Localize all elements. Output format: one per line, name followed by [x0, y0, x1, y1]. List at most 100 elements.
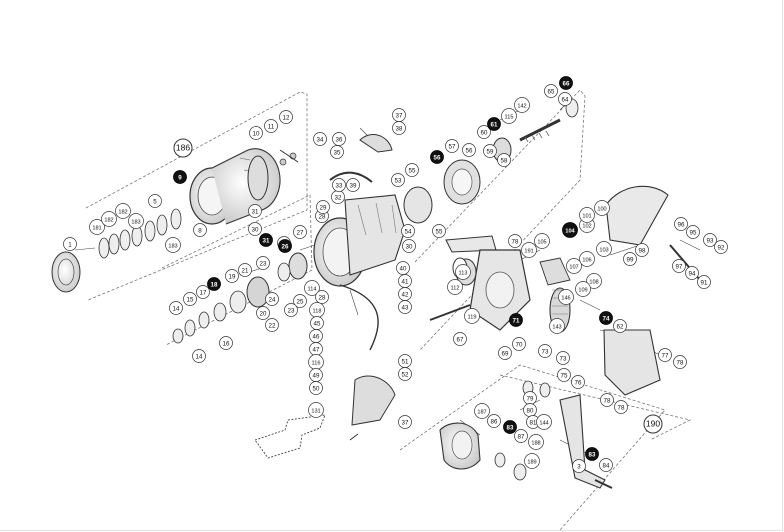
- callout-number: 25: [297, 298, 304, 305]
- callout-number: 59: [487, 148, 494, 155]
- callout-plain: 33: [332, 178, 346, 192]
- callout-plain: 29: [316, 200, 330, 214]
- rotor-housing: [344, 194, 406, 276]
- handle-shaft: [594, 479, 613, 489]
- callout-plain: 52: [398, 367, 412, 381]
- callout-number: 78: [512, 238, 519, 245]
- callout-plain: 22: [265, 318, 279, 332]
- callout-number: 26: [282, 243, 289, 250]
- callout-plain: 15: [183, 292, 197, 306]
- callout-plain: 131: [308, 402, 324, 418]
- callout-number: 3: [577, 463, 581, 470]
- callout-plain: 30: [248, 222, 262, 236]
- callout-plain: 183: [128, 213, 144, 229]
- callout-circled: 190: [643, 414, 663, 434]
- callout-number: 55: [436, 228, 443, 235]
- callout-number: 103: [599, 247, 608, 253]
- callout-plain: 19: [225, 269, 239, 283]
- callout-plain: 58: [497, 153, 511, 167]
- callout-plain: 77: [658, 348, 672, 362]
- callout-number: 29: [320, 204, 327, 211]
- callout-plain: 114: [304, 280, 320, 296]
- callout-number: 45: [314, 320, 321, 327]
- callout-plain: 51: [398, 354, 412, 368]
- callout-plain: 70: [512, 337, 526, 351]
- callout-plain: 97: [672, 259, 686, 273]
- callout-number: 38: [396, 125, 403, 132]
- callout-number: 182: [118, 209, 127, 215]
- tool-wrench: [254, 414, 326, 459]
- callout-number: 78: [677, 359, 684, 366]
- callout-number: 30: [252, 226, 259, 233]
- callout-plain: 3: [572, 459, 586, 473]
- callout-number: 22: [269, 322, 276, 329]
- callout-number: 190: [646, 418, 660, 428]
- callout-number: 73: [560, 355, 567, 362]
- callout-plain: 32: [331, 190, 345, 204]
- callout-number: 57: [449, 143, 456, 150]
- callout-number: 47: [313, 346, 320, 353]
- callout-number: 102: [582, 223, 591, 229]
- callout-number: 182: [104, 217, 113, 223]
- callout-plain: 182: [115, 203, 131, 219]
- callout-filled: 61: [487, 117, 501, 131]
- callout-number: 36: [336, 136, 343, 143]
- callout-number: 188: [531, 440, 540, 446]
- bail-wire: [339, 284, 379, 351]
- callout-number: 146: [561, 295, 570, 301]
- callout-plain: 45: [310, 316, 324, 330]
- callout-plain: 11: [264, 119, 278, 133]
- body-assembly: [403, 98, 701, 396]
- callout-number: 61: [491, 121, 498, 128]
- callout-number: 74: [603, 315, 610, 322]
- callout-number: 181: [92, 225, 101, 231]
- callout-plain: 105: [534, 233, 550, 249]
- callout-number: 14: [196, 353, 203, 360]
- callout-plain: 38: [392, 121, 406, 135]
- callout-plain: 73: [556, 351, 570, 365]
- callout-number: 60: [481, 129, 488, 136]
- callout-plain: 112: [447, 279, 463, 295]
- callout-plain: 78: [614, 400, 628, 414]
- callout-plain: 55: [405, 163, 419, 177]
- callout-number: 94: [689, 270, 696, 277]
- callout-plain: 56: [462, 143, 476, 157]
- callout-number: 78: [604, 397, 611, 404]
- callout-number: 92: [718, 244, 725, 251]
- callout-plain: 62: [613, 319, 627, 333]
- callout-number: 69: [502, 350, 509, 357]
- callout-filled: 18: [207, 277, 221, 291]
- callout-plain: 65: [544, 84, 558, 98]
- callout-plain: 73: [538, 344, 552, 358]
- callout-plain: 78: [508, 234, 522, 248]
- callout-number: 16: [223, 340, 230, 347]
- callout-number: 20: [260, 310, 267, 317]
- callout-filled: 83: [585, 447, 599, 461]
- spool-group-frame: [85, 91, 308, 301]
- callout-number: 79: [527, 395, 534, 402]
- callout-plain: 183: [165, 237, 181, 253]
- callout-number: 142: [517, 103, 526, 109]
- callout-number: 114: [308, 286, 317, 292]
- callout-number: 34: [317, 136, 324, 143]
- callout-plain: 24: [265, 292, 279, 306]
- callout-number: 30: [406, 243, 413, 250]
- callout-number: 37: [396, 112, 403, 119]
- callout-number: 27: [297, 229, 304, 236]
- callout-number: 11: [268, 123, 275, 130]
- callout-plain: 144: [536, 414, 552, 430]
- callout-plain: 46: [309, 329, 323, 343]
- callout-plain: 109: [575, 281, 591, 297]
- callout-number: 98: [639, 247, 646, 254]
- callout-number: 64: [562, 96, 569, 103]
- callout-number: 71: [513, 317, 520, 324]
- callout-plain: 47: [309, 342, 323, 356]
- callout-plain: 79: [523, 391, 537, 405]
- callout-plain: 80: [523, 403, 537, 417]
- callout-plain: 116: [308, 354, 324, 370]
- callout-number: 96: [678, 221, 685, 228]
- callout-number: 106: [582, 257, 591, 263]
- callout-number: 189: [527, 459, 536, 465]
- callout-plain: 187: [474, 403, 490, 419]
